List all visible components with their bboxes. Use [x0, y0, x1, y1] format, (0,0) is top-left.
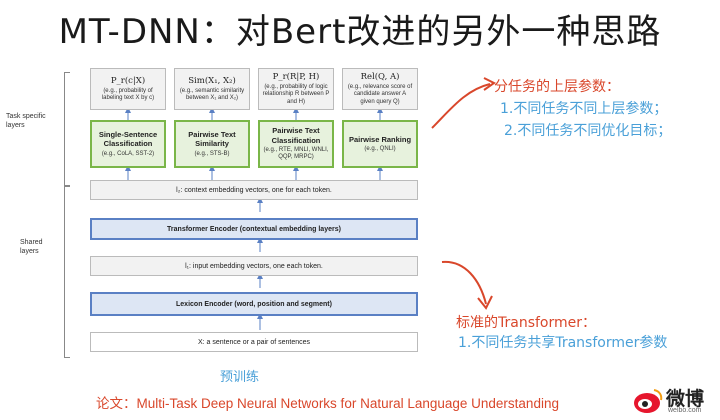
task-layer-box-4: Pairwise Ranking (e.g., QNLI) — [342, 120, 418, 168]
task-annotation-point-1: 1.不同任务不同上层参数； — [500, 101, 668, 117]
task-title: Pairwise Ranking — [348, 134, 412, 144]
task-layer-box-1: Single-Sentence Classification (e.g., Co… — [90, 120, 166, 168]
task-layer-box-3: Pairwise Text Classification (e.g., RTE,… — [258, 120, 334, 168]
input-embedding-layer: l₁: input embedding vectors, one each to… — [90, 256, 418, 276]
task-examples: (e.g., QNLI) — [364, 146, 396, 153]
page-title: MT-DNN：对Bert改进的另外一种思路 — [58, 12, 662, 52]
task-layer-box-2: Pairwise Text Similarity (e.g., STS-B) — [174, 120, 250, 168]
shared-bracket — [64, 186, 70, 358]
mtdnn-diagram: P_r(c|X) (e.g., probability of labeling … — [72, 66, 432, 366]
task-title: Pairwise Text Similarity — [188, 130, 236, 149]
task-desc: (e.g., semantic similarity between X₁ an… — [179, 87, 245, 101]
diagram-arrows — [125, 107, 383, 330]
task-output-box-2: Sim(X₁, X₂) (e.g., semantic similarity b… — [174, 68, 250, 110]
shared-annotation-heading: 标准的Transformer： — [456, 315, 597, 331]
task-annotation-heading: 分任务的上层参数： — [494, 79, 620, 95]
task-formula: Rel(Q, A) — [360, 72, 400, 83]
task-formula: P_r(c|X) — [110, 75, 146, 86]
weibo-name: 微博 — [666, 388, 705, 410]
task-desc: (e.g., probability of logic relationship… — [262, 84, 330, 105]
pretrain-label: 预训练 — [220, 370, 260, 385]
paper-citation: 论文：Multi-Task Deep Neural Networks for N… — [96, 396, 559, 411]
task-formula: P_r(R|P, H) — [272, 72, 320, 83]
task-title: Pairwise Text Classification — [271, 126, 321, 145]
annotation-arrows — [431, 77, 496, 310]
task-output-box-3: P_r(R|P, H) (e.g., probability of logic … — [258, 68, 334, 110]
shared-layers-label: Shared layers — [20, 239, 43, 256]
task-formula: Sim(X₁, X₂) — [188, 75, 236, 86]
shared-annotation-point-1: 1.不同任务共享Transformer参数 — [458, 335, 668, 351]
task-examples: (e.g., CoLA, SST-2) — [101, 150, 155, 157]
task-bracket — [64, 72, 70, 186]
task-desc: (e.g., probability of labeling text X by… — [101, 87, 155, 101]
weibo-url: weibo.com — [668, 407, 702, 414]
task-annotation-point-2: 2.不同任务不同优化目标； — [504, 123, 672, 139]
weibo-eye-icon — [634, 389, 663, 413]
task-output-box-4: Rel(Q, A) (e.g., relevance score of cand… — [342, 68, 418, 110]
task-title: Single-Sentence Classification — [98, 130, 158, 149]
lexicon-encoder-layer: Lexicon Encoder (word, position and segm… — [90, 292, 418, 316]
task-examples: (e.g., STS-B) — [194, 150, 230, 157]
transformer-encoder-layer: Transformer Encoder (contextual embeddin… — [90, 218, 418, 240]
context-embedding-layer: l₂: context embedding vectors, one for e… — [90, 180, 418, 200]
task-layers-label: Task specific layers — [6, 113, 46, 130]
input-sentence-box: X: a sentence or a pair of sentences — [90, 332, 418, 352]
task-examples: (e.g., RTE, MNLI, WNLI, QQP, MRPC) — [263, 147, 329, 161]
task-output-box-1: P_r(c|X) (e.g., probability of labeling … — [90, 68, 166, 110]
task-desc: (e.g., relevance score of candidate answ… — [347, 84, 413, 105]
